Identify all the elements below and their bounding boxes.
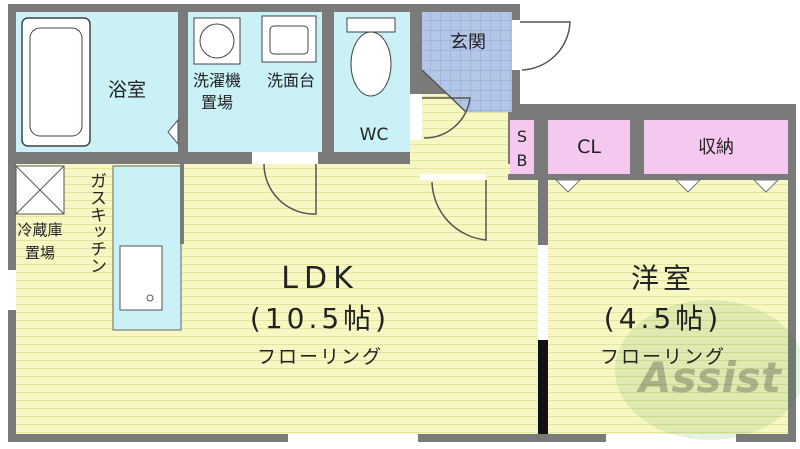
- washer-label-1: 洗濯機: [193, 71, 241, 90]
- entrance-tile: [422, 12, 512, 112]
- door-ldk: [263, 163, 317, 215]
- western-size: (4.5帖): [604, 302, 722, 335]
- door-wc: [422, 97, 471, 139]
- door-entrance: [520, 21, 571, 71]
- western-name: 洋室: [631, 262, 695, 295]
- kitchen-sink: [119, 245, 163, 311]
- ldk-name: LDK: [281, 261, 359, 296]
- closet: [548, 118, 630, 174]
- toilet-bowl: [350, 31, 392, 97]
- ldk-size: (10.5帖): [250, 302, 390, 335]
- shoebox-label-1: S: [517, 127, 527, 146]
- door-bath: [167, 118, 179, 146]
- vanity-label: 洗面台: [267, 71, 315, 90]
- watermark-logo: [615, 300, 800, 440]
- wc-label: WC: [360, 125, 389, 145]
- closet-label: CL: [577, 136, 601, 158]
- ldk-floor-type: フローリング: [257, 346, 383, 368]
- washing-machine: [193, 17, 241, 65]
- sink-drain: [146, 294, 154, 302]
- shoebox: [510, 120, 534, 174]
- kitchen-label: ガスキッチン: [86, 172, 106, 274]
- storage-closet: [644, 118, 788, 174]
- entrance-label: 玄関: [450, 32, 486, 53]
- fridge-label-1: 冷蔵庫: [17, 221, 62, 239]
- western-floor-type: フローリング: [600, 346, 726, 368]
- washer-label-2: 置場: [201, 93, 233, 112]
- storage-label: 収納: [698, 137, 734, 158]
- door-hall: [431, 180, 487, 241]
- ldk-floor: [16, 164, 538, 434]
- western-floor: [548, 180, 788, 434]
- toilet-tank: [346, 17, 396, 33]
- fridge-label-2: 置場: [25, 244, 55, 262]
- bathtub: [21, 17, 91, 147]
- bath-label: 浴室: [108, 79, 146, 101]
- watermark-text: Assist: [636, 353, 783, 402]
- shoebox-label-2: B: [517, 151, 528, 170]
